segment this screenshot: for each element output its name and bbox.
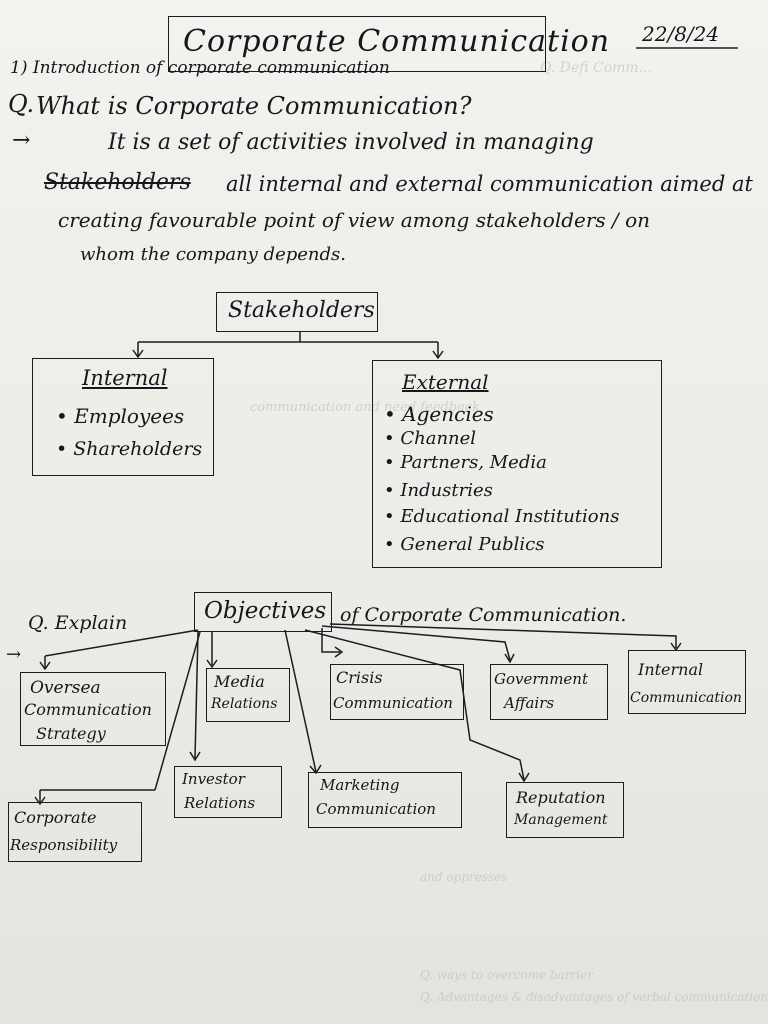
bleed-through-text: Q. Defi Comm... [540, 60, 653, 76]
objective-crisis-line1: Crisis [336, 668, 383, 687]
internal-box [32, 358, 214, 476]
external-box [372, 360, 662, 568]
question-2-rest: of Corporate Communication. [340, 604, 627, 626]
list-item: • Agencies [384, 402, 494, 426]
question-1-text: What is Corporate Communication? [36, 92, 472, 120]
objective-crisis-line2: Communication [333, 694, 453, 712]
list-item: • General Publics [384, 534, 545, 555]
arrow-marker: → [12, 128, 31, 153]
question-1-prefix: Q. [8, 90, 35, 118]
objective-oversea-line1: Oversea [30, 678, 101, 698]
objective-reputation-line2: Management [514, 812, 608, 828]
stakeholders-box [216, 292, 378, 332]
section-heading: 1) Introduction of corporate communicati… [10, 58, 390, 78]
objective-internal-line1: Internal [638, 660, 704, 679]
objective-crisis-box [330, 664, 464, 720]
internal-heading: Internal [82, 366, 168, 390]
objective-internal-line2: Communication [630, 690, 742, 706]
page-title: Corporate Communication [183, 24, 611, 59]
title-box [168, 16, 546, 72]
struck-word: Stakeholders [44, 170, 191, 195]
date: 22/8/24 [642, 22, 720, 46]
list-item: • Partners, Media [384, 452, 547, 473]
bleed-through-text: communication and need feedback [250, 400, 480, 415]
objective-government-line2: Affairs [504, 694, 555, 712]
objective-media-line1: Media [214, 672, 265, 691]
question-2-prefix: Q. Explain [28, 612, 128, 634]
objective-government-box [490, 664, 608, 720]
objective-reputation-box [506, 782, 624, 838]
arrow-marker: → [6, 644, 22, 665]
objective-investor-line1: Investor [182, 770, 245, 788]
objective-media-line2: Relations [211, 696, 278, 712]
objective-oversea-box [20, 672, 166, 746]
bleed-through-text: Q. ways to overcome barrier [420, 968, 593, 982]
list-item: • Industries [384, 480, 493, 501]
objectives-box [194, 592, 332, 632]
bleed-through-text: Q. Advantages & disadvantages of verbal … [420, 990, 768, 1004]
objectives-label: Objectives [204, 598, 327, 624]
objective-responsibility-box [8, 802, 142, 862]
objective-marketing-line1: Marketing [320, 776, 400, 794]
stakeholders-title: Stakeholders [228, 298, 375, 323]
objective-government-line1: Government [494, 670, 588, 688]
objective-oversea-line3: Strategy [36, 724, 106, 743]
objective-responsibility-line1: Corporate [14, 808, 97, 827]
list-item: • Shareholders [56, 438, 203, 460]
list-item: • Channel [384, 428, 477, 449]
list-item: • Educational Institutions [384, 506, 620, 527]
bleed-through-text: and oppresses [420, 870, 508, 884]
list-item: • Employees [56, 404, 185, 428]
objective-investor-line2: Relations [184, 794, 256, 812]
objective-marketing-line2: Communication [316, 800, 436, 818]
answer-line-3: creating favourable point of view among … [58, 208, 651, 232]
answer-line-2: all internal and external communication … [226, 172, 753, 196]
objective-marketing-box [308, 772, 462, 828]
answer-line-1: It is a set of activities involved in ma… [108, 130, 594, 155]
answer-line-4: whom the company depends. [80, 244, 346, 265]
objective-responsibility-line2: Responsibility [10, 836, 118, 854]
objective-internal-box [628, 650, 746, 714]
objective-reputation-line1: Reputation [516, 788, 606, 807]
external-heading: External [402, 370, 489, 394]
objective-investor-box [174, 766, 282, 818]
objective-media-box [206, 668, 290, 722]
objective-oversea-line2: Communication [24, 700, 152, 719]
